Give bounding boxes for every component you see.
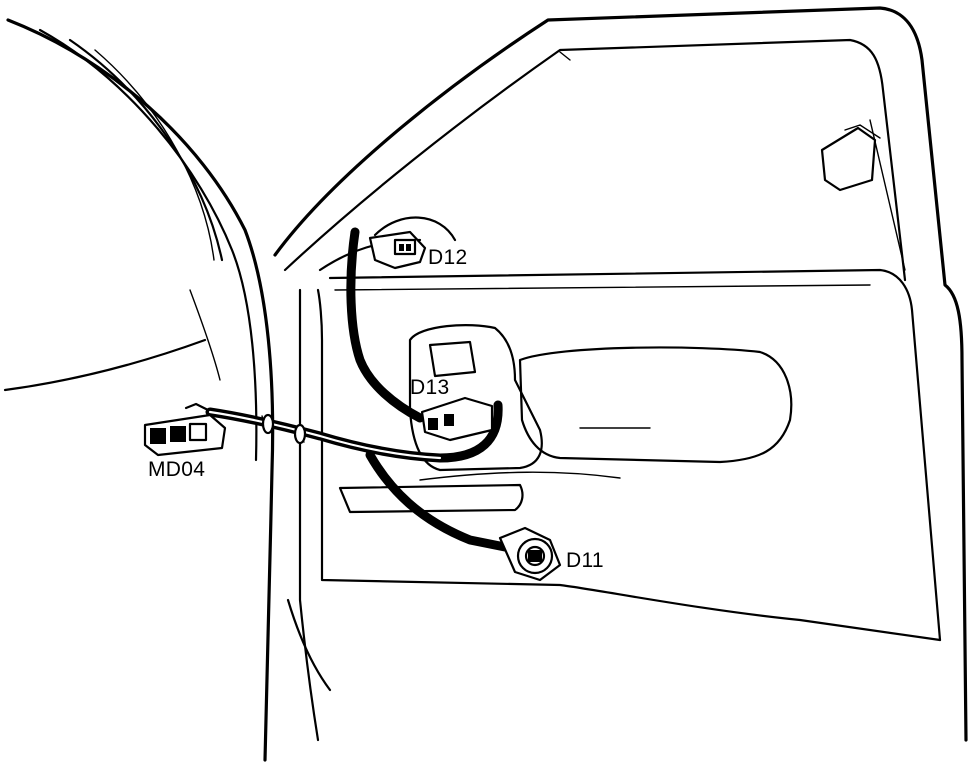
regulator-arc — [373, 216, 457, 242]
label-d13: D13 — [410, 376, 449, 399]
connector-md04: MD04 — [143, 402, 227, 481]
label-d12: D12 — [428, 246, 467, 269]
label-d11: D11 — [566, 549, 604, 572]
mirror-bracket — [820, 124, 881, 192]
connector-d11: D11 — [498, 526, 604, 582]
wiring-harness — [205, 227, 515, 553]
armrest-area — [338, 324, 793, 514]
connector-d12: D12 — [368, 230, 467, 270]
a-pillar — [3, 18, 332, 762]
connector-d13: D13 — [410, 376, 494, 442]
label-md04: MD04 — [148, 458, 205, 481]
door-shell — [273, 6, 968, 742]
